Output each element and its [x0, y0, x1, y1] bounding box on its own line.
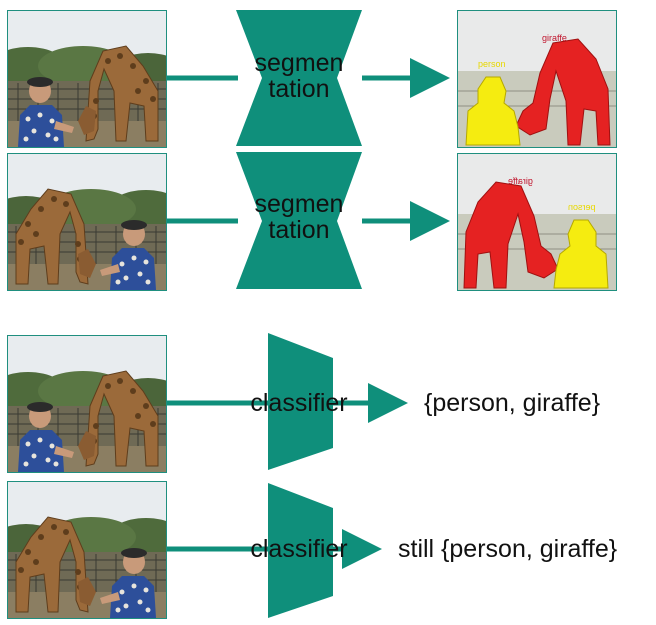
- segmentation-label-2: segmen tation: [254, 190, 344, 245]
- mask-label-person-2: person: [568, 202, 596, 212]
- segmentation-block-1: [236, 10, 362, 146]
- mask-label-person-1: person: [478, 59, 506, 69]
- segmentation-mask: [458, 11, 616, 147]
- input-image-row-1: [7, 10, 167, 148]
- segmentation-label-1: segmen tation: [254, 49, 344, 104]
- classifier-label-2: classifier: [250, 535, 348, 563]
- segmentation-output-row-2: giraffe person: [457, 153, 617, 291]
- classifier-output-1: {person, giraffe}: [424, 389, 601, 417]
- photo-person-giraffe: [8, 154, 166, 290]
- classifier-output-2: still {person, giraffe}: [398, 535, 618, 563]
- mask-label-giraffe-2: giraffe: [508, 176, 533, 186]
- photo-person-giraffe: [8, 336, 166, 472]
- photo-person-giraffe: [8, 11, 166, 147]
- mask-label-giraffe-1: giraffe: [542, 33, 567, 43]
- input-image-row-3: [7, 335, 167, 473]
- input-image-row-4: [7, 481, 167, 619]
- classifier-label-1: classifier: [250, 389, 348, 417]
- input-image-row-2: [7, 153, 167, 291]
- segmentation-mask: [458, 154, 616, 290]
- segmentation-block-2: [236, 152, 362, 289]
- segmentation-output-row-1: giraffe person: [457, 10, 617, 148]
- photo-person-giraffe: [8, 482, 166, 618]
